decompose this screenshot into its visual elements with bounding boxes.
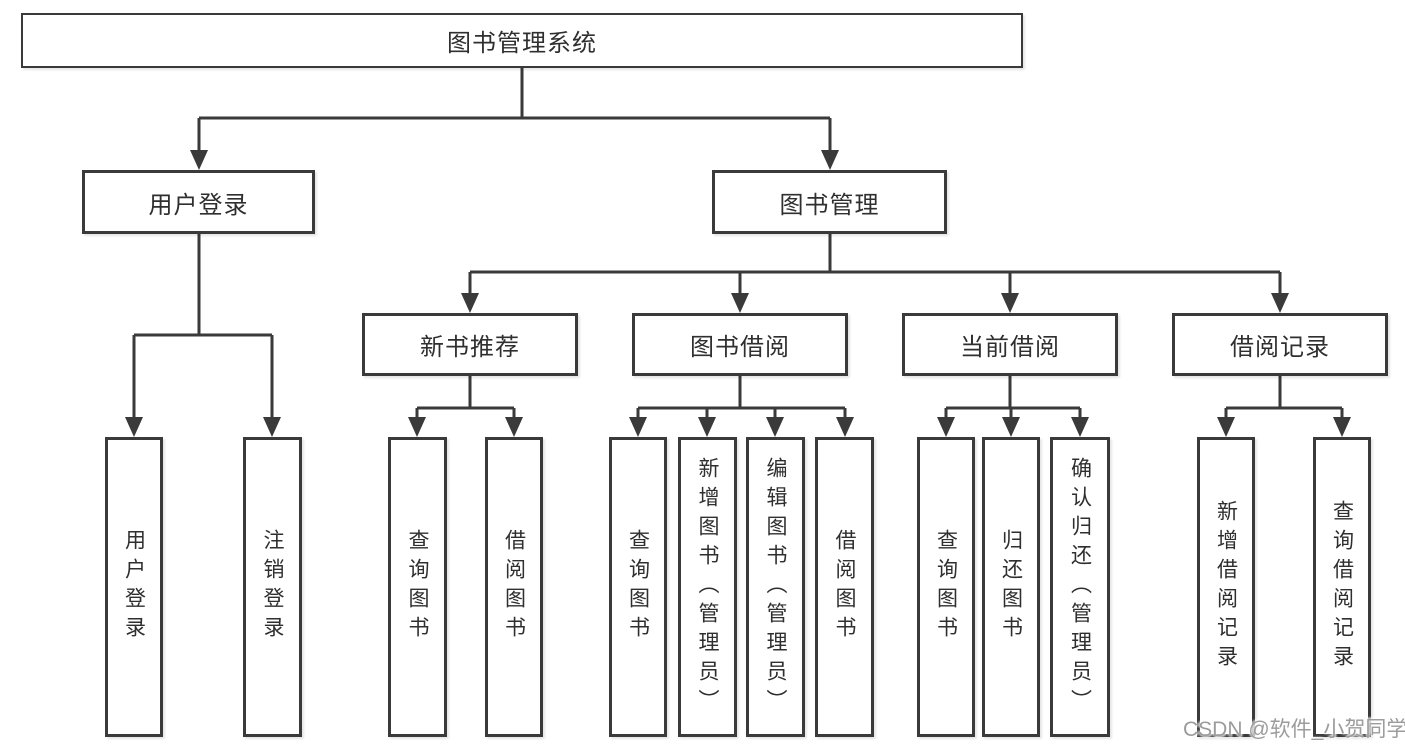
node-current-borrow: 当前借阅 <box>902 313 1118 376</box>
leaf-edit-book-admin-label: 编辑图书（管理员） <box>764 456 787 718</box>
node-user-login-label: 用户登录 <box>148 191 249 219</box>
leaf-return-book: 归还图书 <box>982 437 1040 737</box>
leaf-query-borrow-record-label: 查询借阅记录 <box>1330 500 1354 674</box>
node-new-book-recommend: 新书推荐 <box>362 313 578 376</box>
leaf-query-books-recommend: 查询图书 <box>388 437 447 737</box>
leaf-confirm-return-admin: 确认归还（管理员） <box>1050 437 1110 737</box>
leaf-add-book-admin: 新增图书（管理员） <box>678 437 737 737</box>
leaf-query-borrow-record: 查询借阅记录 <box>1313 437 1371 737</box>
node-current-borrow-label: 当前借阅 <box>960 334 1060 361</box>
leaf-logout: 注销登录 <box>243 437 302 737</box>
csdn-watermark: CSDN @软件_小贺同学 <box>1183 718 1405 741</box>
node-book-management-label: 图书管理 <box>779 191 880 219</box>
leaf-logout-label: 注销登录 <box>261 529 284 645</box>
node-book-management: 图书管理 <box>712 170 947 234</box>
leaf-query-books-recommend-label: 查询图书 <box>406 529 429 645</box>
leaf-borrow-book-label: 借阅图书 <box>833 529 856 645</box>
leaf-user-login: 用户登录 <box>105 437 163 737</box>
node-new-book-recommend-label: 新书推荐 <box>420 334 520 361</box>
arrowheads <box>125 150 1351 437</box>
leaf-borrow-book: 借阅图书 <box>815 437 874 737</box>
node-library-system: 图书管理系统 <box>21 13 1023 68</box>
leaf-borrow-books-recommend: 借阅图书 <box>485 437 543 737</box>
leaf-query-books-borrow: 查询图书 <box>609 437 667 737</box>
leaf-add-borrow-record: 新增借阅记录 <box>1197 437 1255 737</box>
leaf-add-borrow-record-label: 新增借阅记录 <box>1214 500 1238 674</box>
leaf-query-books-borrow-label: 查询图书 <box>626 529 650 645</box>
leaf-edit-book-admin: 编辑图书（管理员） <box>746 437 805 737</box>
leaf-confirm-return-admin-label: 确认归还（管理员） <box>1068 456 1092 718</box>
leaf-return-book-label: 归还图书 <box>999 529 1023 645</box>
node-borrow-records-label: 借阅记录 <box>1230 334 1330 361</box>
leaf-add-book-admin-label: 新增图书（管理员） <box>696 456 719 718</box>
node-library-system-label: 图书管理系统 <box>447 30 597 57</box>
node-borrow-records: 借阅记录 <box>1172 313 1388 376</box>
node-user-login: 用户登录 <box>82 170 315 234</box>
leaf-query-books-current: 查询图书 <box>917 437 975 737</box>
leaf-query-books-current-label: 查询图书 <box>934 529 958 645</box>
leaf-user-login-label: 用户登录 <box>122 529 146 645</box>
node-book-borrow: 图书借阅 <box>632 313 848 376</box>
node-book-borrow-label: 图书借阅 <box>690 334 790 361</box>
leaf-borrow-books-recommend-label: 借阅图书 <box>502 529 526 645</box>
